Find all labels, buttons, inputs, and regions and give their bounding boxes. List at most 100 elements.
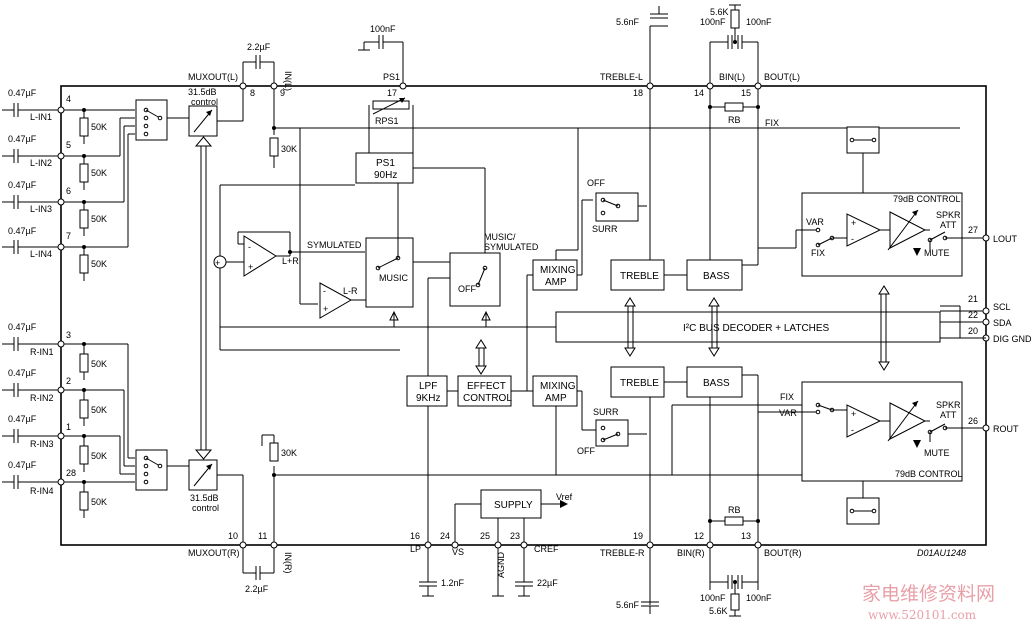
rb-label-bottom: RB xyxy=(728,505,741,515)
left-inputs: 0.47µF L-IN1 4 50K 0.47µF L-IN2 5 50K 0.… xyxy=(2,86,244,281)
res-50k-4: 50K xyxy=(91,259,107,269)
bass-label-bottom: BASS xyxy=(703,378,730,389)
pin-10 xyxy=(239,541,247,549)
watermark-url: www.520101.com xyxy=(868,608,977,622)
pin-16 xyxy=(424,541,432,549)
mixing-label-top: MIXING xyxy=(540,265,576,276)
supply-block xyxy=(480,489,542,519)
watermark-cn: 家电维修资料网 xyxy=(862,583,995,605)
pin-4-label: 4 xyxy=(66,94,71,104)
bass-label-top: BASS xyxy=(703,271,730,282)
cap-label: 0.47µF xyxy=(8,414,37,424)
l-31db: 31.5dB xyxy=(188,87,217,97)
r-in3-label: R-IN3 xyxy=(30,439,54,449)
in-l-label: IN(L) xyxy=(283,71,293,91)
lpf-block xyxy=(406,375,448,407)
l-79db-control xyxy=(801,192,963,277)
output-l: 79dB CONTROL VAR FIX + - SPKR ATT 27 LOU… xyxy=(758,126,1018,277)
in-r-label: IN(R) xyxy=(283,552,293,574)
lout-label: LOUT xyxy=(993,234,1018,244)
pin-ps1 xyxy=(399,82,407,90)
effect-label: EFFECT xyxy=(467,381,506,392)
cap-label: 0.47µF xyxy=(8,322,37,332)
svg-text:+: + xyxy=(851,409,856,419)
matrix-section: + - + L+R SYMULATED - + L-R MUSIC xyxy=(213,231,450,319)
pin-19 xyxy=(646,541,654,549)
pin-16-label: 16 xyxy=(410,531,420,541)
bass-cap-bottom-2: 100nF xyxy=(746,593,772,603)
pin-2-label: 2 xyxy=(66,376,71,386)
treble-label-bottom: TREBLE xyxy=(620,378,659,389)
cref-label: CREF xyxy=(534,544,559,554)
supply-section: SUPPLY Vref 16 24 25 23 LP VS AGND CREF … xyxy=(410,489,573,597)
lpf-label: LPF xyxy=(419,381,437,392)
res-50k-2: 50K xyxy=(91,168,107,178)
pin-20-label: 20 xyxy=(968,326,978,336)
pin-26 xyxy=(982,424,990,432)
pin-26-label: 26 xyxy=(968,416,978,426)
pin-13-label: 13 xyxy=(741,531,751,541)
pin-7-label: 7 xyxy=(66,231,71,241)
bin-r-label: BIN(R) xyxy=(677,548,705,558)
ctrl-79-top: 79dB CONTROL xyxy=(893,194,961,204)
ps1-block-label: PS1 xyxy=(376,158,395,169)
off-label-1: OFF xyxy=(458,284,476,294)
muxout-r-label: MUXOUT(R) xyxy=(188,548,240,558)
lminusr-label: L-R xyxy=(343,286,358,296)
pin-6 xyxy=(57,198,65,206)
svg-text:+: + xyxy=(215,258,220,268)
pin-10-label: 10 xyxy=(228,531,238,541)
output-r: 79dB CONTROL VAR + - SPKR ATT 26 ROUT MU… xyxy=(758,381,1019,525)
pin-22-label: 22 xyxy=(968,310,978,320)
l-in2-label: L-IN2 xyxy=(30,158,52,168)
lpf-9k-label: 9KHz xyxy=(416,393,440,404)
amp-label-bottom: AMP xyxy=(545,393,567,404)
pin-8-label: 8 xyxy=(250,88,255,98)
cap-label: 0.47µF xyxy=(8,180,37,190)
pin-4 xyxy=(57,106,65,114)
res-5k6-bottom: 5.6K xyxy=(709,606,728,616)
muxout-l-label: MUXOUT(L) xyxy=(188,72,238,82)
svg-text:-: - xyxy=(323,286,326,296)
pin-1-label: 1 xyxy=(66,422,71,432)
bass-block-top xyxy=(686,259,743,291)
cap-2u2-top: 2.2µF xyxy=(247,42,271,52)
res-30k-bottom: 30K xyxy=(281,448,297,458)
res-50k-3: 50K xyxy=(91,214,107,224)
treble-block-bottom xyxy=(610,366,665,398)
rb-label-top: RB xyxy=(728,115,741,125)
pin-27-label: 27 xyxy=(968,225,978,235)
res-50k-6: 50K xyxy=(91,405,107,415)
svg-text:+: + xyxy=(248,262,253,272)
cap-2u2-bottom: 2.2µF xyxy=(245,584,269,594)
pin-12 xyxy=(706,541,714,549)
pin-8 xyxy=(239,82,247,90)
cap-22u-label: 22µF xyxy=(537,578,558,588)
mute-label-l: MUTE xyxy=(924,248,950,258)
tone-section: TREBLE-L 18 5.6nF TREBLE BASS TREBLE BAS… xyxy=(600,4,815,617)
spkr-label-l: SPKR xyxy=(936,210,961,220)
muxout-r: MUXOUT(R) 10 11 2.2µF IN(R) 30K xyxy=(188,434,297,594)
r-31db: 31.5dB xyxy=(190,493,219,503)
off-label-top: OFF xyxy=(587,178,605,188)
cap-label: 0.47µF xyxy=(8,460,37,470)
ps1-cap-label: 100nF xyxy=(370,24,396,34)
cap-label: 0.47µF xyxy=(8,368,37,378)
pin-25-label: 25 xyxy=(480,531,490,541)
fix-label-top: FIX xyxy=(765,118,779,128)
res-5k6-top: 5.6K xyxy=(710,7,729,17)
r-in1-label: R-IN1 xyxy=(30,347,54,357)
pin-9 xyxy=(270,82,278,90)
cap-label: 0.47µF xyxy=(8,226,37,236)
pin-14 xyxy=(706,82,714,90)
l-opamp xyxy=(846,213,882,247)
pin-25 xyxy=(494,541,502,549)
r-79db-control xyxy=(801,381,963,482)
surr-label-top: SURR xyxy=(592,224,618,234)
cap-label: 0.47µF xyxy=(8,88,37,98)
amp-label-top: AMP xyxy=(545,277,567,288)
cap-label: 0.47µF xyxy=(8,134,37,144)
pin-24 xyxy=(451,541,459,549)
r-in2-label: R-IN2 xyxy=(30,393,54,403)
